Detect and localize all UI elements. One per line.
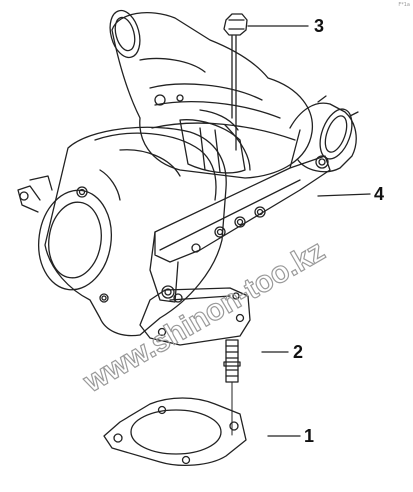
bearing-housing [179, 119, 251, 174]
callout-4: 4 [374, 184, 384, 204]
turbine-housing [17, 126, 227, 337]
leader-line-4 [317, 193, 371, 197]
gasket-part-1 [103, 397, 247, 466]
nut-part-3 [223, 13, 248, 36]
watermark-text: www.shinon-too.kz [77, 234, 330, 399]
callout-2: 2 [293, 342, 303, 362]
turbine-outlet-flange [139, 287, 251, 346]
stud-part-2 [223, 339, 241, 383]
callout-3: 3 [314, 16, 324, 36]
compressor-inlet-elbow [289, 95, 359, 173]
compressor-housing [109, 9, 314, 179]
actuator-bracket [149, 129, 331, 303]
corner-mark: F*1a [398, 2, 410, 8]
callout-1: 1 [304, 426, 314, 446]
